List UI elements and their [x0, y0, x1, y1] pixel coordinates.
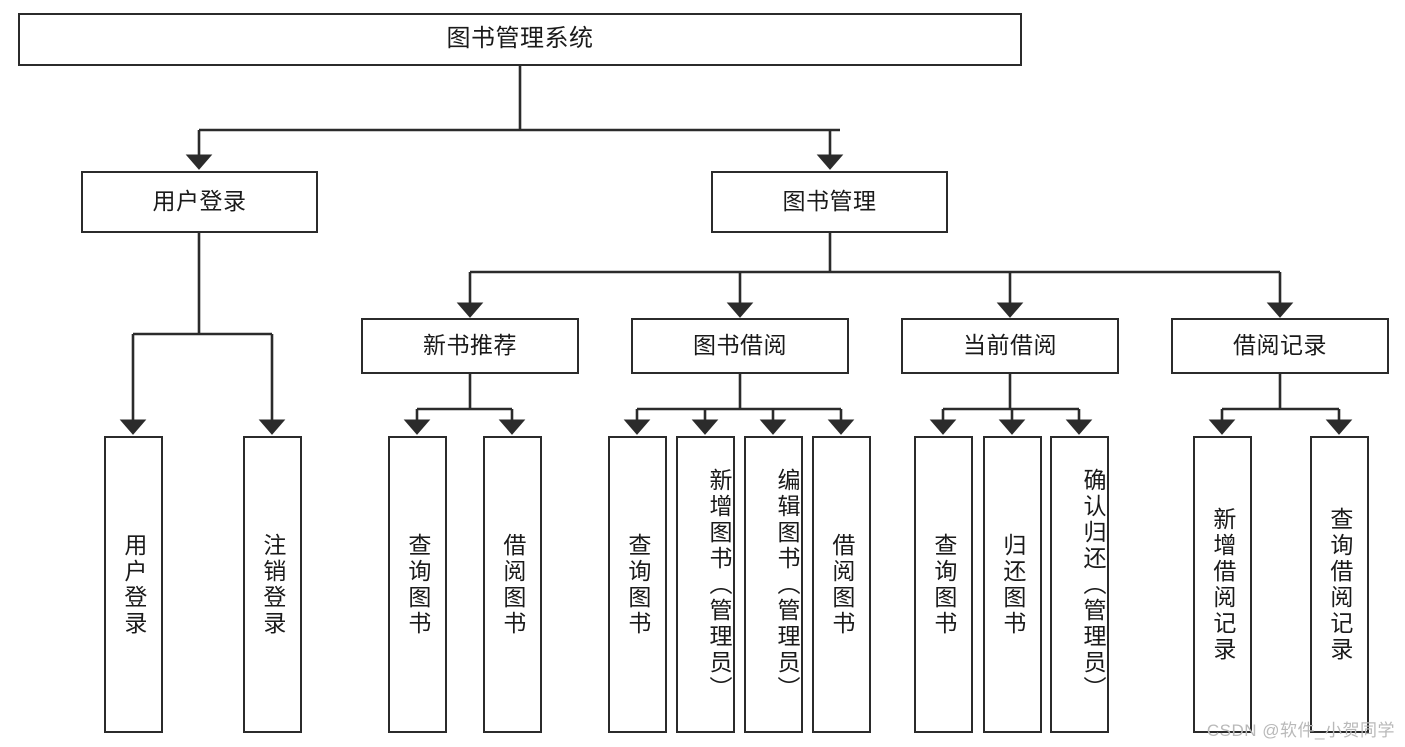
node-book-manage-label: 图书管理: [782, 188, 877, 215]
node-leaf-add-book[interactable]: 新增图书（管理员）: [676, 436, 735, 733]
node-leaf-borrow-book-rec-label: 借阅图书: [499, 532, 526, 637]
node-leaf-borrow-book-rec[interactable]: 借阅图书: [483, 436, 542, 733]
node-borrow-record-label: 借阅记录: [1233, 332, 1327, 359]
node-root[interactable]: 图书管理系统: [18, 13, 1022, 66]
node-leaf-edit-book[interactable]: 编辑图书（管理员）: [744, 436, 803, 733]
node-leaf-query-book-borrow-label: 查询图书: [624, 532, 651, 637]
node-leaf-borrow-book[interactable]: 借阅图书: [812, 436, 871, 733]
node-user-login-label: 用户登录: [152, 188, 247, 215]
watermark: CSDN @软件_小贺同学: [1206, 721, 1395, 740]
node-leaf-user-login-label: 用户登录: [120, 532, 147, 637]
node-user-login[interactable]: 用户登录: [81, 171, 318, 233]
node-leaf-query-book-current[interactable]: 查询图书: [914, 436, 973, 733]
node-leaf-user-login[interactable]: 用户登录: [104, 436, 163, 733]
node-leaf-add-book-label: 新增图书（管理员）: [706, 467, 732, 702]
node-leaf-query-record[interactable]: 查询借阅记录: [1310, 436, 1369, 733]
node-leaf-confirm-return[interactable]: 确认归还（管理员）: [1050, 436, 1109, 733]
node-leaf-confirm-return-label: 确认归还（管理员）: [1080, 467, 1106, 702]
node-book-manage[interactable]: 图书管理: [711, 171, 948, 233]
node-new-book-rec[interactable]: 新书推荐: [361, 318, 579, 374]
node-borrow-record[interactable]: 借阅记录: [1171, 318, 1389, 374]
node-book-borrow-label: 图书借阅: [693, 332, 787, 359]
node-current-borrow-label: 当前借阅: [963, 332, 1057, 359]
node-leaf-query-record-label: 查询借阅记录: [1326, 506, 1353, 663]
node-leaf-borrow-book-label: 借阅图书: [828, 532, 855, 637]
node-current-borrow[interactable]: 当前借阅: [901, 318, 1119, 374]
node-leaf-edit-book-label: 编辑图书（管理员）: [774, 467, 800, 702]
node-leaf-query-book-borrow[interactable]: 查询图书: [608, 436, 667, 733]
node-leaf-logout-label: 注销登录: [259, 532, 286, 637]
node-book-borrow[interactable]: 图书借阅: [631, 318, 849, 374]
node-leaf-return-book-label: 归还图书: [999, 532, 1026, 637]
node-leaf-return-book[interactable]: 归还图书: [983, 436, 1042, 733]
node-root-label: 图书管理系统: [446, 25, 594, 53]
node-leaf-query-book-rec[interactable]: 查询图书: [388, 436, 447, 733]
node-new-book-rec-label: 新书推荐: [423, 332, 517, 359]
node-leaf-add-record-label: 新增借阅记录: [1209, 506, 1236, 663]
node-leaf-logout[interactable]: 注销登录: [243, 436, 302, 733]
node-leaf-query-book-rec-label: 查询图书: [404, 532, 431, 637]
node-leaf-query-book-current-label: 查询图书: [930, 532, 957, 637]
node-leaf-add-record[interactable]: 新增借阅记录: [1193, 436, 1252, 733]
